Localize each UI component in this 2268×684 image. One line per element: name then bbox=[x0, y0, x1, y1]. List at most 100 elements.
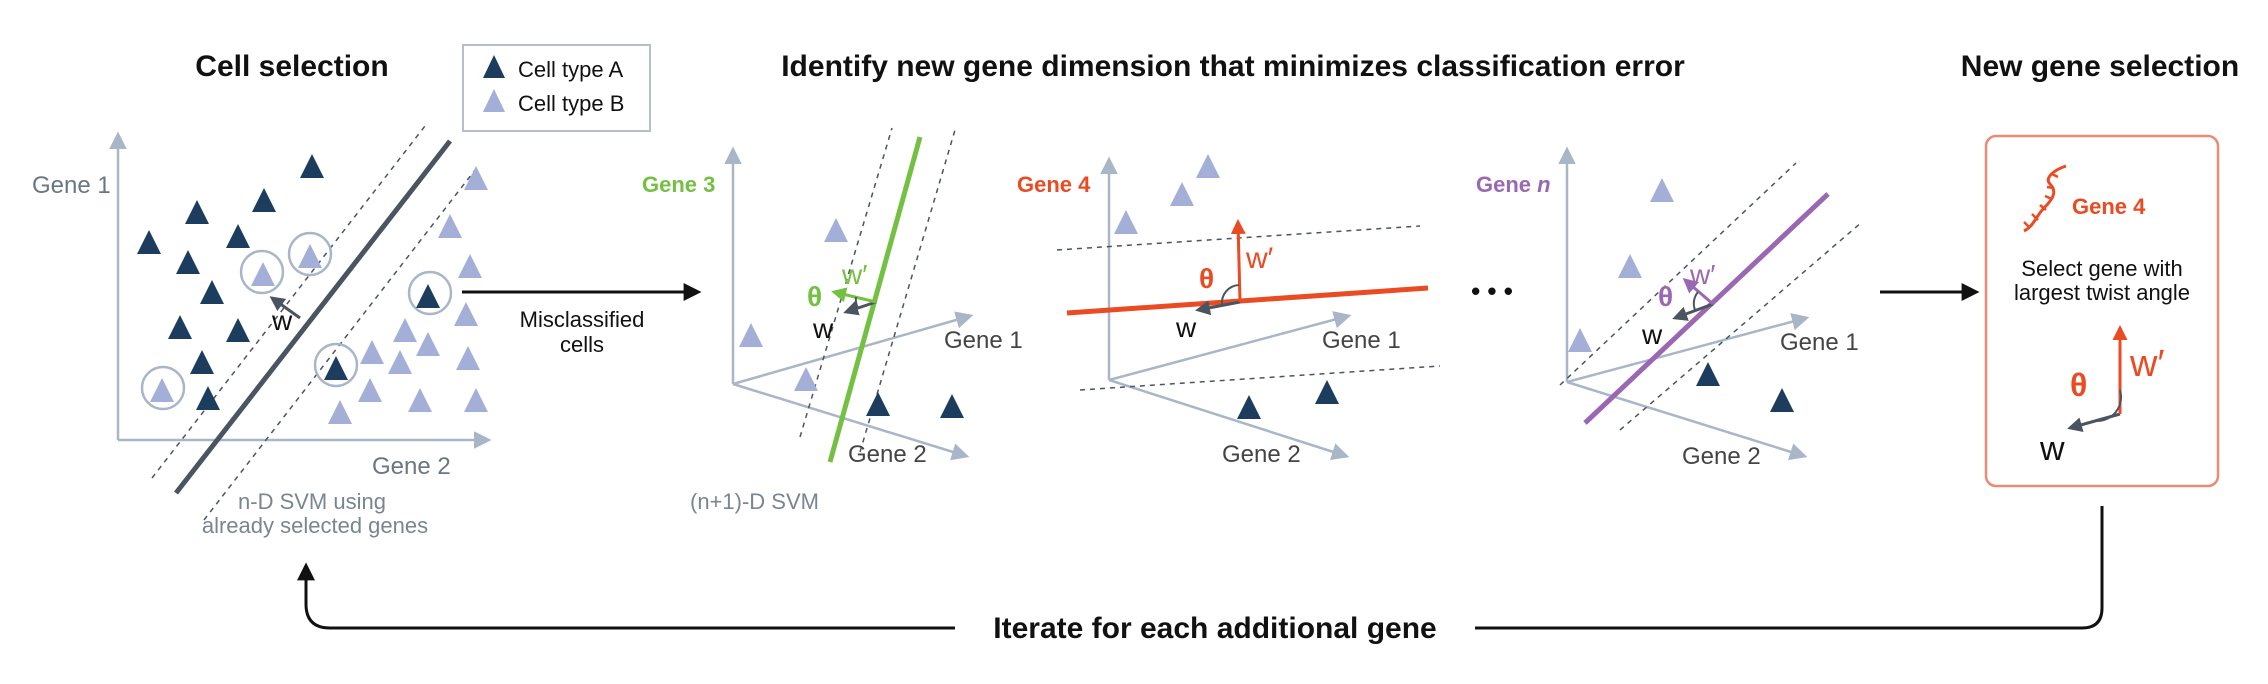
type-a-cell bbox=[300, 154, 324, 178]
result-angle-arc bbox=[2095, 389, 2123, 423]
result-text-2: largest twist angle bbox=[2014, 280, 2190, 305]
loop-line-left bbox=[297, 562, 955, 630]
arrow-to-3d: Misclassified cells bbox=[462, 283, 702, 357]
type-b-cell bbox=[464, 166, 488, 190]
panel-gene3: Gene 3 Gene 1 Gene 2 θ w′ w (n+1)-D SVM bbox=[642, 127, 1023, 514]
panel3-axis-gene2 bbox=[1108, 378, 1350, 461]
panel2-hyperplane bbox=[827, 136, 923, 463]
legend-type-a: Cell type A bbox=[518, 57, 623, 82]
panel-cell-selection: Gene 1 Gene 2 w n-D SVM using already se… bbox=[32, 125, 492, 538]
rna-icon-bases bbox=[2023, 172, 2059, 229]
result-box: Gene 4 Select gene with largest twist an… bbox=[1984, 134, 2220, 488]
type-b-cell bbox=[360, 340, 384, 364]
misclassified-ring bbox=[239, 249, 285, 295]
type-b-cell bbox=[1618, 254, 1642, 278]
type-b-cell bbox=[794, 367, 818, 391]
loop-label: Iterate for each additional gene bbox=[993, 612, 1436, 645]
rna-icon bbox=[2023, 164, 2067, 233]
panel2-w-arrow bbox=[843, 300, 877, 316]
panel2-gene2-label: Gene 2 bbox=[848, 441, 927, 468]
panel3-gene1-label: Gene 1 bbox=[1322, 327, 1401, 354]
type-b-cell bbox=[358, 378, 382, 402]
panel2-gene1-label: Gene 1 bbox=[944, 327, 1023, 354]
result-gene-label: Gene 4 bbox=[2072, 194, 2146, 219]
panel4-w-arrow bbox=[1672, 302, 1714, 321]
type-a-cell bbox=[1770, 388, 1794, 412]
type-a-cell bbox=[940, 394, 964, 418]
panel3-angle-arc bbox=[1220, 284, 1240, 306]
panel1-caption-1: n-D SVM using bbox=[238, 489, 386, 514]
type-a-cell bbox=[185, 200, 209, 224]
type-a-cell bbox=[324, 356, 348, 380]
type-b-cell bbox=[456, 346, 480, 370]
panel4-hyperplane bbox=[1583, 192, 1830, 425]
result-w-label: w bbox=[2039, 430, 2065, 468]
panel-gene4: Gene 4 Gene 1 Gene 2 θ w′ w bbox=[1017, 154, 1441, 468]
panel3-new-axis-label: Gene 4 bbox=[1017, 172, 1091, 197]
panel4-axis-gene2 bbox=[1566, 380, 1808, 461]
panel1-x-label: Gene 2 bbox=[372, 453, 451, 480]
panel2-angle-arc bbox=[854, 296, 859, 309]
panel3-axis-gene1 bbox=[1108, 311, 1352, 382]
result-theta: θ bbox=[2070, 367, 2087, 403]
type-b-cell bbox=[416, 332, 440, 356]
panel1-w-label: w bbox=[271, 305, 293, 336]
panel3-theta: θ bbox=[1199, 263, 1214, 294]
legend-type-b: Cell type B bbox=[518, 91, 624, 116]
panel4-wprime-arrow bbox=[1682, 278, 1714, 306]
loop-line-right bbox=[1475, 506, 2104, 630]
panel3-points bbox=[1114, 154, 1339, 419]
panel3-wprime-arrow bbox=[1230, 219, 1246, 303]
panel2-points bbox=[739, 218, 964, 418]
type-a-cell bbox=[1696, 362, 1720, 386]
feedback-loop: Iterate for each additional gene bbox=[297, 506, 2104, 645]
panel2-margin-upper bbox=[799, 127, 893, 438]
misclassified-ring bbox=[313, 342, 359, 388]
type-a-cell bbox=[137, 230, 161, 254]
arrow-label-1: Misclassified bbox=[520, 307, 645, 332]
type-b-cell bbox=[1568, 328, 1592, 352]
panel3-margin-lower bbox=[1079, 365, 1441, 391]
type-a-cell bbox=[226, 224, 250, 248]
panel3-gene2-label: Gene 2 bbox=[1222, 441, 1301, 468]
panel4-gene2-label: Gene 2 bbox=[1682, 443, 1761, 470]
type-a-cell bbox=[1237, 395, 1261, 419]
panel3-w-arrow bbox=[1195, 300, 1241, 316]
result-box-frame bbox=[1984, 134, 2220, 488]
title-cell-selection: Cell selection bbox=[195, 50, 388, 83]
ellipsis: • • • bbox=[1471, 276, 1513, 306]
panel4-axis-gene1 bbox=[1566, 313, 1810, 384]
panel4-new-axis-label: Gene n bbox=[1476, 172, 1551, 197]
misclassified-ring bbox=[140, 365, 186, 411]
type-a-cell bbox=[196, 386, 220, 410]
type-b-cell bbox=[393, 318, 417, 342]
arrow-label-2: cells bbox=[560, 332, 604, 357]
panel2-theta: θ bbox=[807, 281, 822, 312]
panel1-y-label: Gene 1 bbox=[32, 172, 111, 199]
type-a-cell bbox=[200, 280, 224, 304]
type-a-cell bbox=[176, 250, 200, 274]
panel2-wprime-label: w′ bbox=[841, 259, 867, 290]
panel3-w-label: w bbox=[1175, 312, 1197, 343]
panel4-margin-lower bbox=[1619, 221, 1863, 431]
panel1-caption-2: already selected genes bbox=[202, 513, 428, 538]
type-a-cell bbox=[866, 392, 890, 416]
type-b-cell bbox=[824, 218, 848, 242]
type-a-cell bbox=[416, 284, 440, 308]
type-b-cell bbox=[408, 388, 432, 412]
type-b-cell bbox=[1650, 178, 1674, 202]
type-b-cell bbox=[454, 302, 478, 326]
type-b-cell bbox=[464, 388, 488, 412]
type-b-cell bbox=[739, 323, 763, 347]
panel4-points bbox=[1568, 178, 1794, 412]
type-a-cell bbox=[168, 315, 192, 339]
legend: Cell type A Cell type B bbox=[462, 44, 651, 132]
type-b-cell bbox=[458, 254, 482, 278]
panel2-w-label: w bbox=[812, 313, 834, 344]
type-b-cell bbox=[388, 350, 412, 374]
panel1-hyperplane bbox=[174, 139, 452, 495]
panel2-caption: (n+1)-D SVM bbox=[690, 489, 819, 514]
panel4-gene1-label: Gene 1 bbox=[1780, 329, 1859, 356]
panel2-axis-gene2 bbox=[732, 382, 970, 461]
